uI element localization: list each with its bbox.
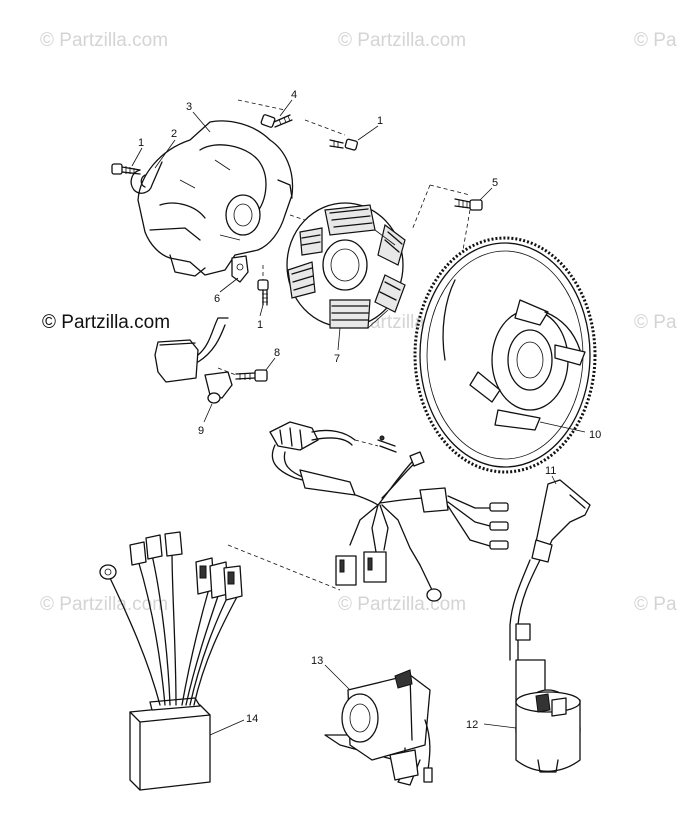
callout-10: 10 xyxy=(589,429,601,441)
part-screw-4 xyxy=(237,99,293,128)
watermark-main: © Partzilla.com xyxy=(42,312,171,333)
callout-7: 7 xyxy=(334,353,340,365)
watermark-top-center: © Partzilla.com xyxy=(338,30,467,51)
callout-2: 2 xyxy=(171,128,177,140)
part-cdi-module xyxy=(99,531,341,791)
callout-9: 9 xyxy=(198,425,204,437)
part-screw-left xyxy=(111,163,141,175)
part-screw-1-mid xyxy=(257,265,269,306)
callout-1c: 1 xyxy=(257,319,263,331)
callout-8: 8 xyxy=(274,347,280,359)
part-screw-8 xyxy=(217,367,268,382)
part-pulser-coil xyxy=(154,317,233,404)
watermark-top-left: © Partzilla.com xyxy=(40,30,169,51)
callout-4: 4 xyxy=(291,89,297,101)
callout-labels: 1 2 3 4 1 5 6 1 7 8 9 10 11 12 13 14 xyxy=(138,89,601,731)
watermark-mid-right: © Pa xyxy=(634,312,677,333)
callout-1a: 1 xyxy=(138,137,144,149)
part-stator-housing xyxy=(137,120,294,277)
leader-lines xyxy=(131,99,586,736)
part-screw-1-top xyxy=(304,119,359,151)
callout-11: 11 xyxy=(545,465,556,477)
watermark-low-left: © Partzilla.com xyxy=(40,594,169,615)
callout-1b: 1 xyxy=(377,115,383,127)
watermark-low-right: © Pa xyxy=(634,594,677,615)
callout-3: 3 xyxy=(186,101,192,113)
watermark-top-right: © Pa xyxy=(634,30,677,51)
part-bracket-6 xyxy=(231,255,249,283)
callout-14: 14 xyxy=(246,713,258,725)
part-flywheel xyxy=(413,236,597,474)
part-starter-solenoid xyxy=(324,669,433,786)
part-wire-harness xyxy=(269,421,509,602)
part-screw-5 xyxy=(411,184,483,251)
callout-5: 5 xyxy=(492,177,498,189)
callout-12: 12 xyxy=(466,719,478,731)
part-stator xyxy=(286,202,406,329)
callout-13: 13 xyxy=(311,655,323,667)
callout-6: 6 xyxy=(214,293,220,305)
part-ignition-coil xyxy=(509,479,591,773)
